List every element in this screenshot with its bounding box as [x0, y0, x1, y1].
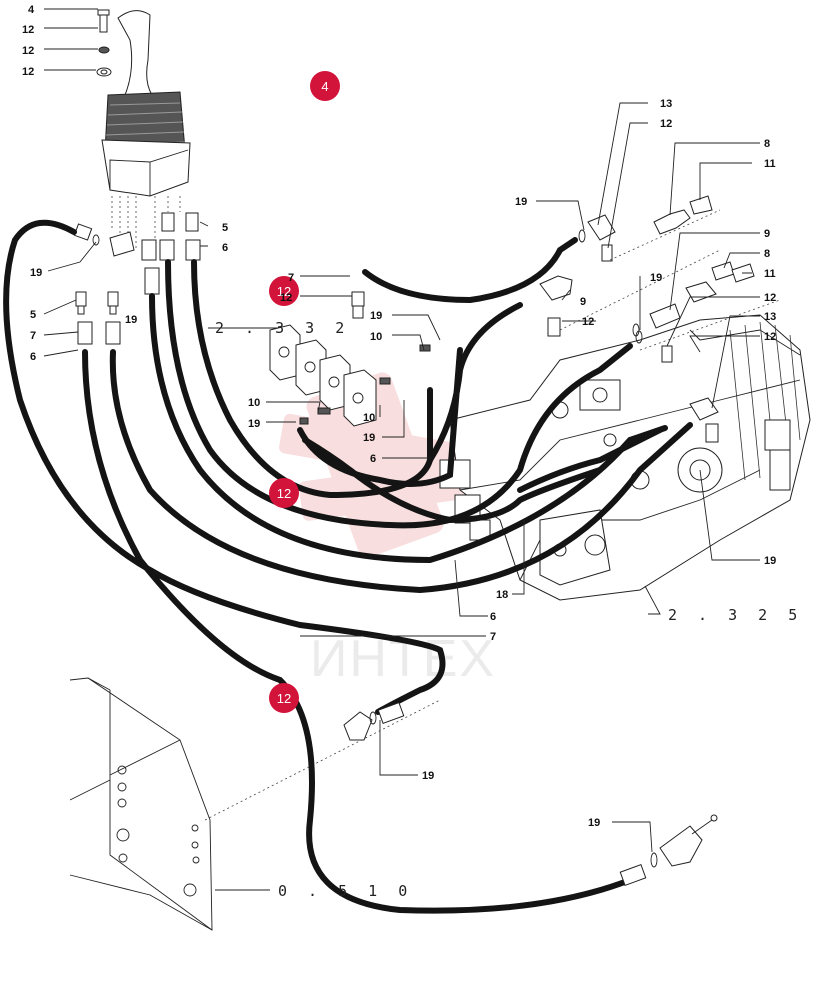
- callout: 19: [248, 418, 260, 430]
- callout: 18: [496, 589, 508, 601]
- callout: 19: [588, 817, 600, 829]
- callout: 19: [363, 432, 375, 444]
- joystick: [101, 10, 191, 250]
- svg-text:4: 4: [321, 79, 328, 94]
- callout: 7: [30, 330, 36, 342]
- callout: 9: [764, 228, 770, 240]
- ref-label-2332: 2 . 3 3 2: [215, 319, 350, 337]
- svg-text:12: 12: [277, 691, 291, 706]
- callout: 10: [248, 397, 260, 409]
- hydraulic-pump-assembly: [439, 314, 811, 601]
- callout: 12: [660, 118, 672, 130]
- callout: 19: [650, 272, 662, 284]
- callout: 19: [764, 555, 776, 567]
- callout: 13: [764, 311, 776, 323]
- badge-12-middle: 12: [269, 478, 299, 508]
- callout: 12: [764, 331, 776, 343]
- callout: 5: [30, 309, 36, 321]
- callout: 12: [22, 24, 34, 36]
- svg-text:12: 12: [277, 486, 291, 501]
- callout: 7: [288, 272, 294, 284]
- callout: 19: [515, 196, 527, 208]
- callout: 6: [222, 242, 228, 254]
- callout: 8: [764, 138, 770, 150]
- end-fittings: [343, 702, 718, 886]
- callout: 8: [764, 248, 770, 260]
- callout: 13: [660, 98, 672, 110]
- callout: 5: [222, 222, 228, 234]
- callout: 12: [22, 66, 34, 78]
- right-fittings: [539, 195, 781, 443]
- callout: 4: [28, 4, 35, 16]
- hydraulic-hoses: [3, 219, 693, 914]
- ref-label-0510: 0 . 5 1 0: [278, 882, 413, 900]
- callout: 6: [370, 453, 376, 465]
- badge-12-lower: 12: [269, 683, 299, 713]
- callout: 12: [280, 292, 292, 304]
- callout: 10: [363, 412, 375, 424]
- callout-labels: 4 12 12 12 19 5 6 5 7 6 19 7 12 19 10 10…: [22, 4, 776, 829]
- callout: 6: [30, 351, 36, 363]
- callout: 12: [22, 45, 34, 57]
- callout: 12: [764, 292, 776, 304]
- small-hardware: [73, 9, 201, 345]
- ref-label-2325: 2 . 3 2 5: [668, 606, 803, 624]
- callout: 11: [764, 158, 776, 170]
- callout: 12: [582, 316, 594, 328]
- control-valve-blocks: [269, 291, 431, 427]
- callout: 19: [370, 310, 382, 322]
- callout: 19: [422, 770, 434, 782]
- leader-lines: [43, 8, 760, 891]
- callout: 19: [30, 267, 42, 279]
- callout: 10: [370, 331, 382, 343]
- badge-12-upper: 12: [269, 276, 299, 306]
- callout: 7: [490, 631, 496, 643]
- callout: 9: [580, 296, 586, 308]
- svg-text:12: 12: [277, 284, 291, 299]
- cabin-panel: [69, 677, 441, 931]
- callout: 11: [764, 268, 776, 280]
- callout: 19: [125, 314, 137, 326]
- callout: 6: [490, 611, 496, 623]
- badge-4: 4: [310, 71, 340, 101]
